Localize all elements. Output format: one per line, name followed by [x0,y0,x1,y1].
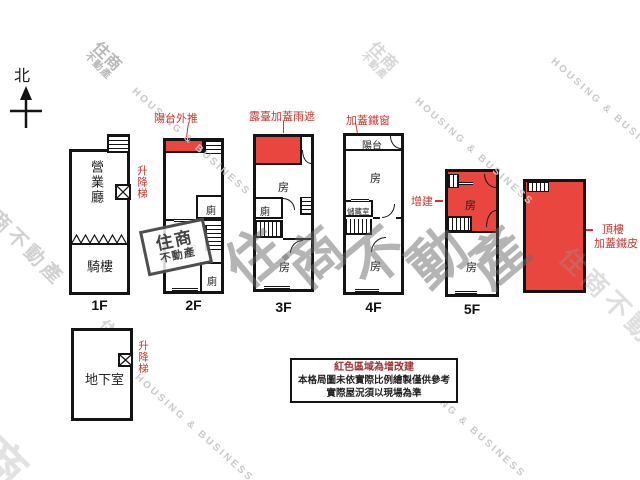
brand-stamp-watermark: 住商 不動產 [358,39,401,82]
annotation-4f: 加蓋鐵窗 [346,115,390,127]
stairs-roof [527,182,549,192]
storage-room: 儲藏室 [346,200,373,217]
stairs-5f-upper [448,174,459,188]
door-opening [351,199,369,202]
stairs-2f-lower [205,225,221,251]
floor-plan-2f: 廁 房 廁 [163,138,224,294]
room-label: 房 [466,262,477,274]
covered-terrace-area [256,137,302,165]
door-arc [382,204,395,218]
stairs-3f-right [300,197,311,215]
elevator-icon [115,184,131,200]
room-label-toilet: 廁 [206,206,216,217]
balcony-pushout-area [166,141,204,153]
room-label-toilet: 廁 [207,277,217,288]
stairs-4f [346,219,372,235]
toilet-room-lower: 廁 [200,262,221,291]
window-mark [172,288,198,291]
floor-plan-1f: 營業廳 騎樓 [69,149,131,295]
housing-business-watermark: HOUSING & BUSINESS [548,56,640,169]
disclaimer-box: 紅色區域為增改建 本格局圖未依實際比例繪製僅供參考 實際屋況須以現場為準 [290,358,458,403]
north-label: 北 [14,68,31,85]
annotation-2f: 陽台外推 [154,113,198,125]
toilet-room-upper: 廁 [196,195,221,219]
room-label-toilet: 廁 [260,207,270,218]
disclaimer-line1: 紅色區域為增改建 [334,362,414,373]
arcade-zigzag-line [72,234,127,245]
annotation-3f: 露臺加蓋雨遮 [249,111,315,123]
window-mark [455,291,477,294]
window-mark [355,289,379,292]
disclaimer-line2: 本格局圖未依實際比例繪製僅供參考 [297,375,450,386]
room-label-storage: 儲藏室 [347,207,370,216]
stairs-3f-main [256,220,283,238]
basement-plan: 地下室 [71,328,133,421]
door-arc [486,210,496,227]
door-opening [174,219,200,222]
brand-text-watermark: 住商 [0,389,41,480]
elevator-annotation-1f: 升降梯 [136,165,148,200]
door-arc [302,150,311,164]
room-label: 房 [279,262,290,274]
room-label-balcony: 陽台 [362,141,382,152]
floor-label-3f: 3F [275,299,292,315]
stairs-2f-upper [204,141,221,154]
room-label: 房 [186,244,197,256]
floor-plan-4f: 陽台 房 儲藏室 房 [343,133,404,295]
floor-label-1f: 1F [91,297,108,313]
door-arc [283,198,295,210]
room-label: 房 [370,173,381,185]
floor-label-2f: 2F [185,297,202,313]
floor-label-4f: 4F [365,299,382,315]
door-arc [390,136,401,149]
room-label-arcade: 騎樓 [87,259,114,274]
brand-stamp-watermark: 住商 不動產 [82,39,125,82]
north-arrow-icon [10,86,42,128]
brand-text-watermark: 住商不動產 [0,190,69,291]
floor-plan-5f: 房 房 [445,169,499,297]
room-label-basement: 地下室 [85,372,125,387]
window-mark [264,286,290,289]
room-label: 房 [465,200,476,212]
elevator-icon [118,353,133,367]
rooftop-plan [523,179,586,293]
door-arc [371,237,386,252]
floor-label-5f: 5F [463,301,481,317]
annotation-roof-line1: 頂樓 [602,224,624,236]
annotation-5f: 增建 [411,196,433,208]
room-label: 房 [370,261,381,273]
room-label-hall: 營業廳 [89,160,104,205]
room-label: 房 [278,182,289,194]
floor-plan-3f: 房 廁 房 [253,134,314,292]
disclaimer-line3: 實際屋況須以現場為準 [326,388,422,399]
housing-business-watermark: HOUSING & BUSINESS [132,372,256,480]
annotation-roof-line2: 加蓋鐵皮 [594,238,638,250]
door-arc [290,240,303,253]
stairs-1f [107,134,130,153]
door-opening [459,182,473,185]
toilet-room: 廁 [256,197,283,219]
elevator-annotation-b1: 升降梯 [137,340,149,375]
stairs-5f-lower [448,216,472,232]
